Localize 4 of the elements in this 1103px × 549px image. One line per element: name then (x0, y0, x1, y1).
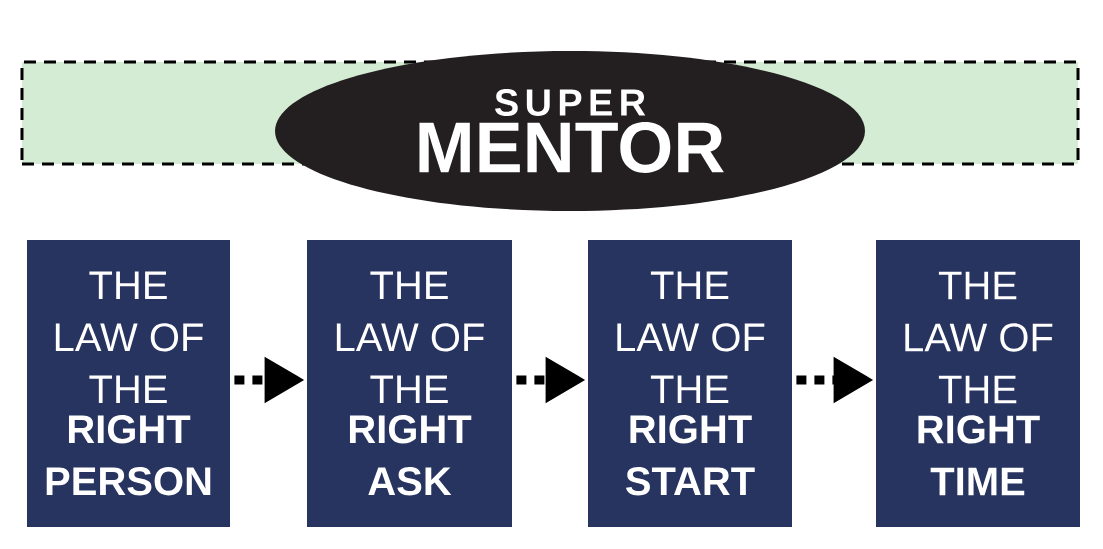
law-box: THE LAW OF THE RIGHT ASK (307, 240, 512, 527)
law-box: THE LAW OF THE RIGHT TIME (876, 240, 1080, 527)
law-box: THE LAW OF THE RIGHT PERSON (27, 240, 230, 527)
law-box: THE LAW OF THE RIGHT START (588, 240, 792, 527)
